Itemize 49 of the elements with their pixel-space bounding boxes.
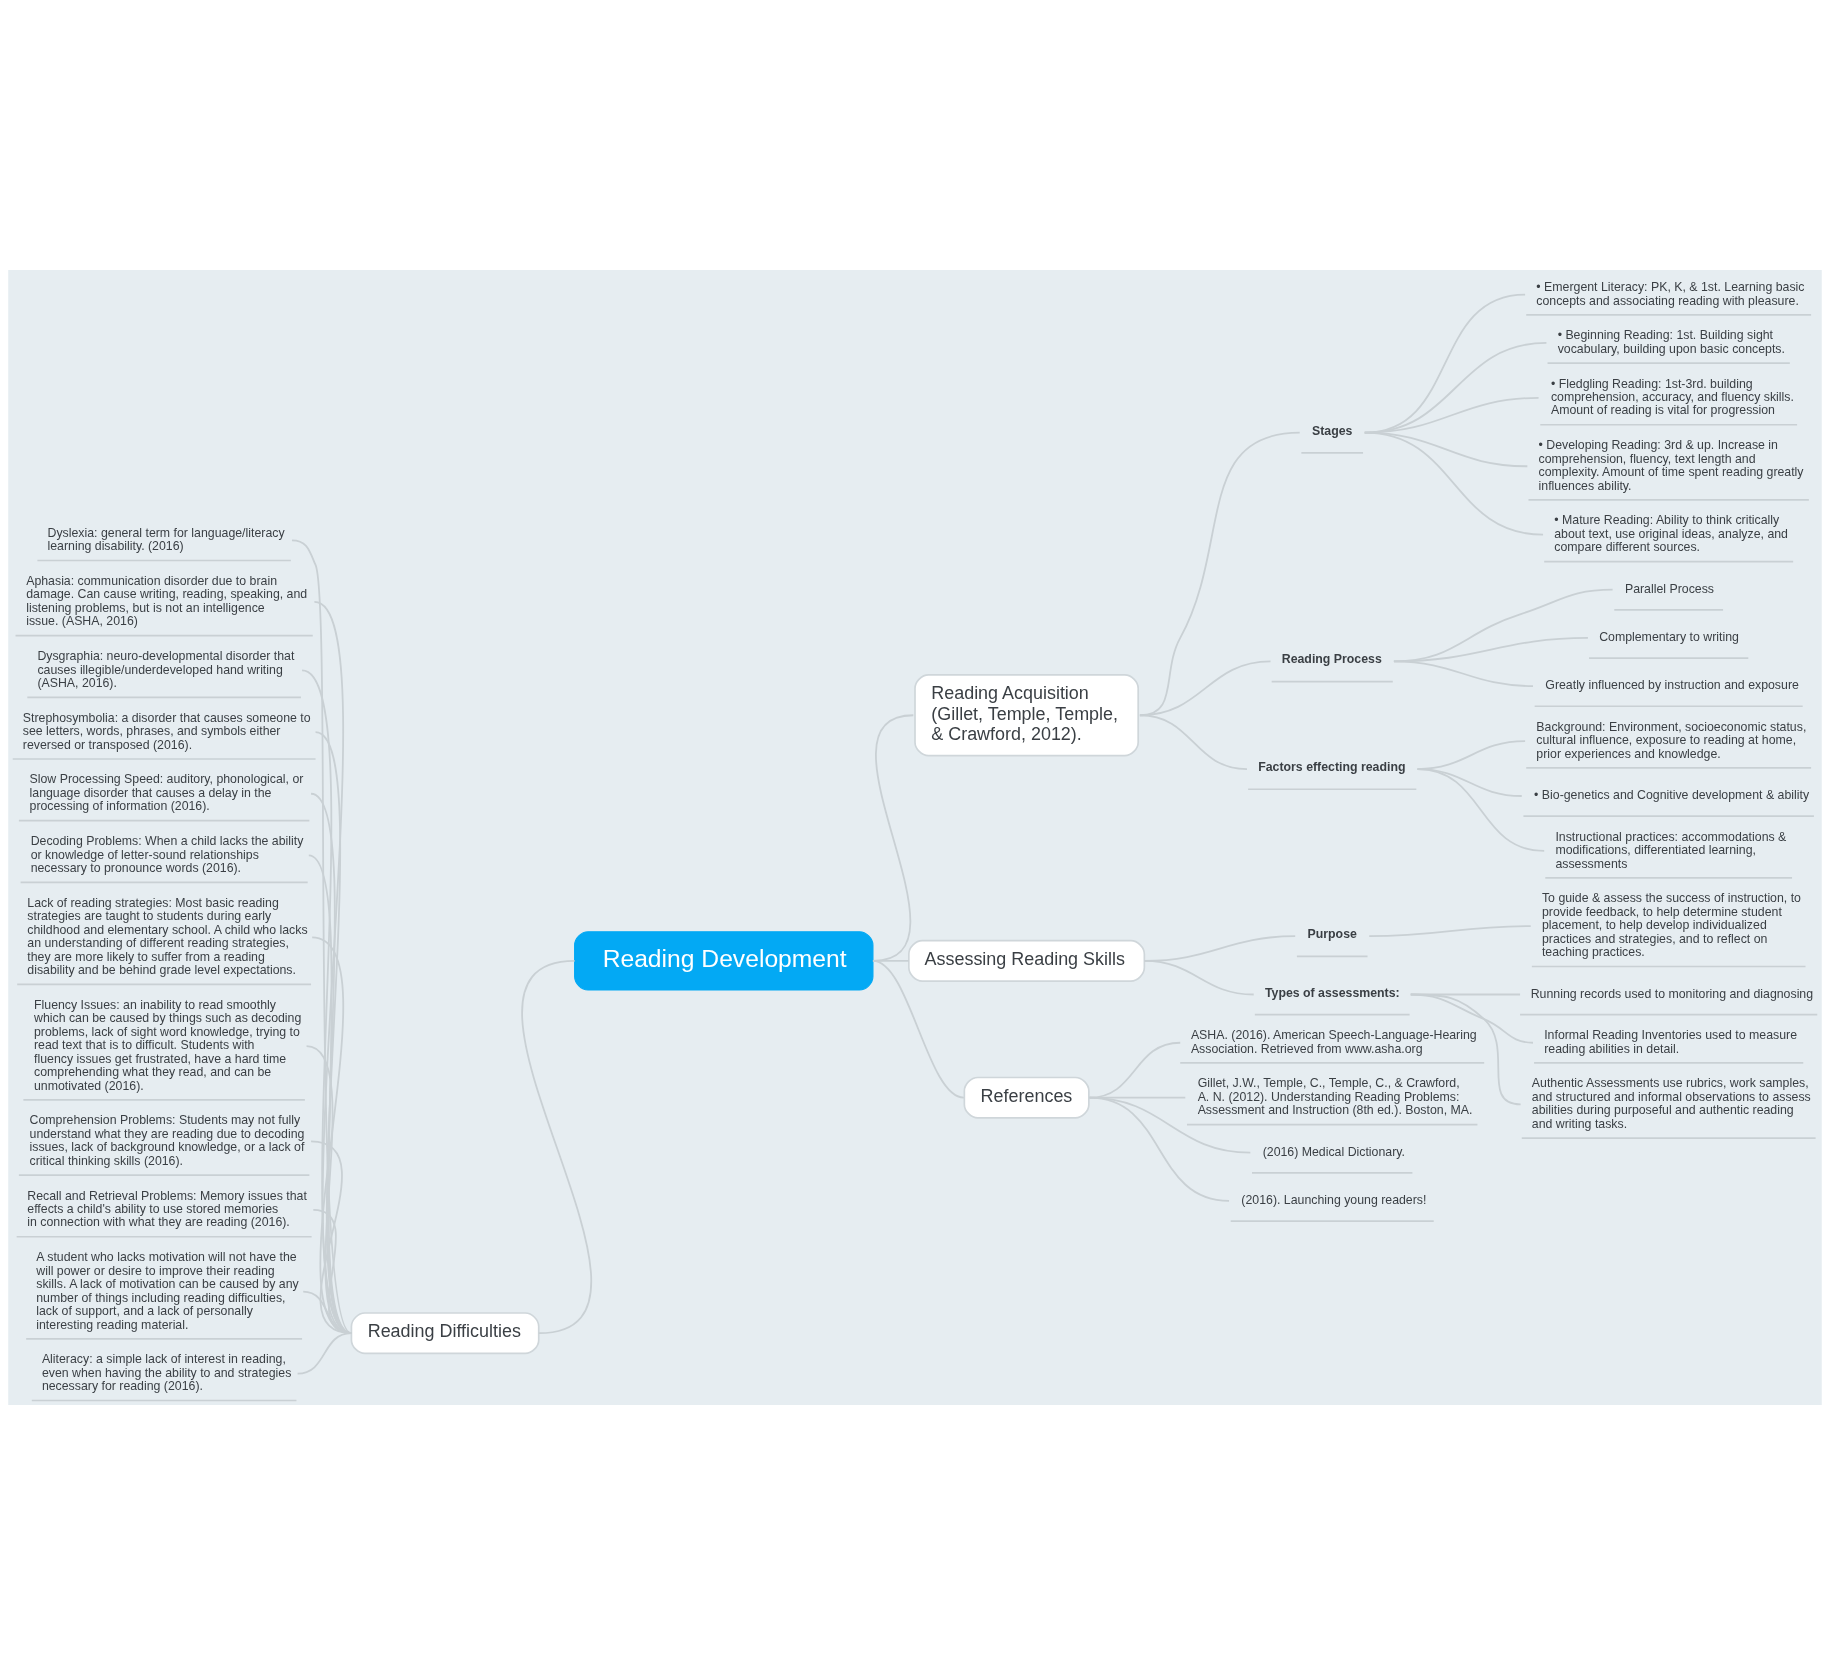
node-text: (2016) Medical Dictionary. (1262, 1144, 1405, 1159)
node-text: Comprehension Problems: Students may not fully understand what they are reading due to decoding issues, lack of background knowledge, or a lack of critical thinking skills (2016). (29, 1113, 305, 1168)
node-text: Running records used to monitoring and diagnosing (1530, 986, 1814, 1001)
node-text: Slow Processing Speed: auditory, phonological, or language disorder that causes a delay in the processing of information (2016). (29, 772, 304, 814)
node-text: • Developing Reading: 3rd & up. Increase in comprehension, fluency, text length and complexity. Amount of time spent reading greatly influences ability. (1538, 438, 1804, 493)
connector (872, 714, 915, 962)
node-box: Assessing Reading Skills (908, 939, 1146, 982)
node-text: A student who lacks motivation will not have the will power or desire to improve their reading skills. A lack of motivation can be caused by any number of things including reading difficulties, lack of support, and a lack of personally interesting reading material. (36, 1250, 299, 1332)
node-text: Gillet, J.W., Temple, C., Temple, C., & Crawford, A. N. (2012). Understanding Reading Problems: Assessment and Instruction (8th ed.). Boston, MA. (1197, 1076, 1473, 1118)
node-box: Reading Development (574, 931, 874, 991)
node-text: • Mature Reading: Ability to think critically about text, use original ideas, analyze, and compare different sources. (1554, 513, 1788, 555)
node-text: Stages (1312, 423, 1353, 438)
connector (1143, 959, 1255, 996)
node-text: Dysgraphia: neuro-developmental disorder that causes illegible/underdeveloped hand writing (ASHA, 2016). (37, 649, 295, 690)
node-text: • Beginning Reading: 1st. Building sight vocabulary, building upon basic concepts. (1557, 328, 1785, 356)
node-box: Reading Difficulties (350, 1312, 540, 1355)
node-text: Purpose (1307, 927, 1357, 942)
node-text: Fluency Issues: an inability to read smoothly which can be caused by things such as decoding problems, lack of sight word knowledge, trying to read text that is to difficult. Students with fluency issues get frustrated, have a hard time comprehending what they read, and can be unmotivated (2016). (34, 997, 302, 1093)
connector (296, 1332, 353, 1375)
node-box: Reading Acquisition (Gillet, Temple, Temple, & Crawford, 2012). (914, 674, 1140, 757)
connector (1368, 925, 1532, 938)
node-text: Dyslexia: general term for language/literacy learning disability. (2016) (47, 525, 285, 554)
node-text: Instructional practices: accommodations & modifications, differentiated learning, assessments (1555, 829, 1787, 871)
node-text: Decoding Problems: When a child lacks the ability or knowledge of letter-sound relationships necessary to pronounce words (2016). (30, 834, 304, 876)
node-text: Background: Environment, socioeconomic status, cultural influence, exposure to reading at home, prior experiences and knowledge. (1536, 719, 1807, 761)
node-text: • Fledgling Reading: 1st-3rd. building comprehension, accuracy, and fluency skills. Amount of reading is vital for progression (1550, 376, 1794, 418)
node-text: Greatly influenced by instruction and exposure (1545, 678, 1799, 693)
node-text: Complementary to writing (1599, 630, 1739, 645)
node-text: Reading Process (1281, 652, 1382, 667)
node-text: • Emergent Literacy: PK, K, & 1st. Learning basic concepts and associating reading with pleasure. (1536, 280, 1805, 308)
node-text: Lack of reading strategies: Most basic reading strategies are taught to students during early childhood and elementary school. A child who lacks an understanding of different reading strategies, they are more likely to suffer from a reading disability and be behind grade level expectations. (27, 895, 308, 978)
node-text: Aphasia: communication disorder due to brain damage. Can cause writing, reading, speaking, and listening problems, but is not an intelligence issue. (ASHA, 2016) (26, 573, 308, 629)
connector (1393, 660, 1534, 687)
node-text: To guide & assess the success of instruction, to provide feedback, to help determine student placement, to help develop individualized practices and strategies, and to reflect on teaching practices. (1541, 891, 1801, 960)
node-text: Aliteracy: a simple lack of interest in reading, even when having the ability to and strategies necessary for reading (2016). (41, 1352, 292, 1394)
node-text: Strephosymbolia: a disorder that causes someone to see letters, words, phrases, and symbols either reversed or transposed (2016). (22, 710, 311, 752)
node-text: Parallel Process (1624, 581, 1715, 596)
connector (521, 959, 592, 1335)
node-text: Authentic Assessments use rubrics, work samples, and structured and informal observations to assess abilities during purposeful and authentic reading and writing tasks. (1531, 1076, 1811, 1131)
node-text: ASHA. (2016). American Speech-Language-Hearing Association. Retrieved from www.asha.org (1190, 1028, 1477, 1056)
node-text: Informal Reading Inventories used to measure reading abilities in detail. (1544, 1028, 1798, 1056)
node-box: References (963, 1076, 1090, 1119)
node-text: • Bio-genetics and Cognitive development & ability (1534, 788, 1810, 803)
connector (872, 959, 965, 1099)
node-text: Types of assessments: (1264, 985, 1400, 1000)
node-text: (2016). Launching young readers! (1241, 1193, 1427, 1208)
connector (1138, 714, 1248, 770)
node-text: Recall and Retrieval Problems: Memory issues that effects a child's ability to use stored memories in connection with what they are reading (2016). (27, 1188, 307, 1230)
node-text: Factors effecting reading (1258, 760, 1406, 775)
